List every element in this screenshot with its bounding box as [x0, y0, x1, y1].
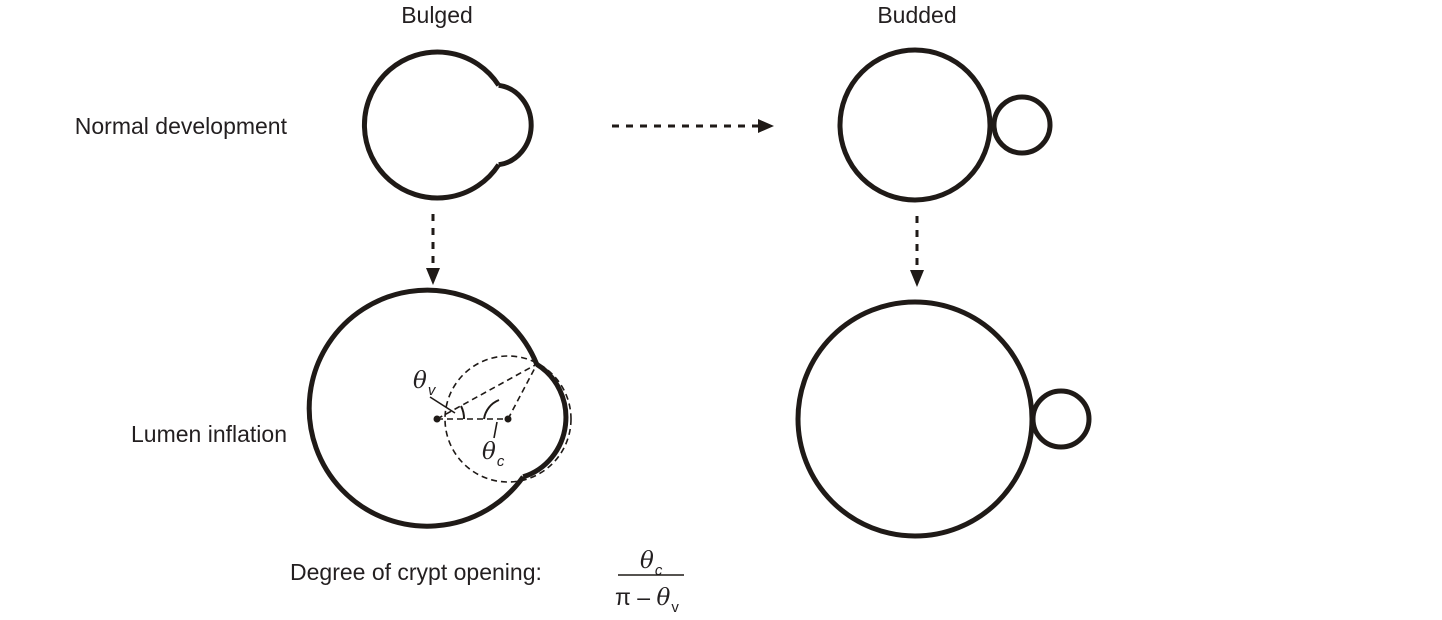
theta-c-label: θc [482, 439, 505, 470]
theta-c-arc [483, 399, 500, 420]
crypt-opening-formula: Degree of crypt opening: θc π – θv [290, 548, 684, 616]
bulged-inflated-lumen [306, 287, 540, 529]
budded-inflated-crypt [1030, 388, 1092, 450]
column-header-bulged: Bulged [401, 2, 473, 28]
arrow-bulged-inflation [426, 214, 440, 285]
theta-v-leader [429, 396, 456, 414]
crypt-fitted-circle [444, 355, 572, 483]
arrow-bulged-to-budded [612, 119, 774, 133]
budded-normal-crypt [991, 94, 1053, 156]
arrow-budded-inflation [910, 216, 924, 287]
budded-normal-lumen [837, 47, 993, 203]
formula-label: Degree of crypt opening: [290, 559, 542, 585]
row-label-lumen-inflation: Lumen inflation [131, 421, 287, 447]
row-label-normal-development: Normal development [75, 113, 288, 139]
bulged-normal-shape [362, 49, 534, 201]
budded-normal-shape [837, 47, 1053, 203]
formula-numerator: θc [640, 548, 663, 579]
bulged-normal-lumen [362, 49, 501, 201]
budded-inflated-lumen [795, 299, 1035, 539]
column-header-budded: Budded [877, 2, 956, 28]
budded-inflated-shape [795, 299, 1092, 539]
theta-v-arc [460, 405, 466, 420]
bulged-inflated-shape [306, 287, 572, 529]
crypt-radius-line [507, 363, 538, 420]
bulged-inflated-crypt [522, 362, 569, 480]
crypt-center-point [504, 415, 512, 423]
lumen-radius-line [436, 363, 538, 420]
lumen-center-point [433, 415, 441, 423]
formula-denominator: π – θv [615, 584, 679, 616]
theta-c-leader [493, 421, 498, 439]
bulged-normal-crypt [498, 82, 534, 168]
theta-v-label: θv [413, 368, 437, 399]
